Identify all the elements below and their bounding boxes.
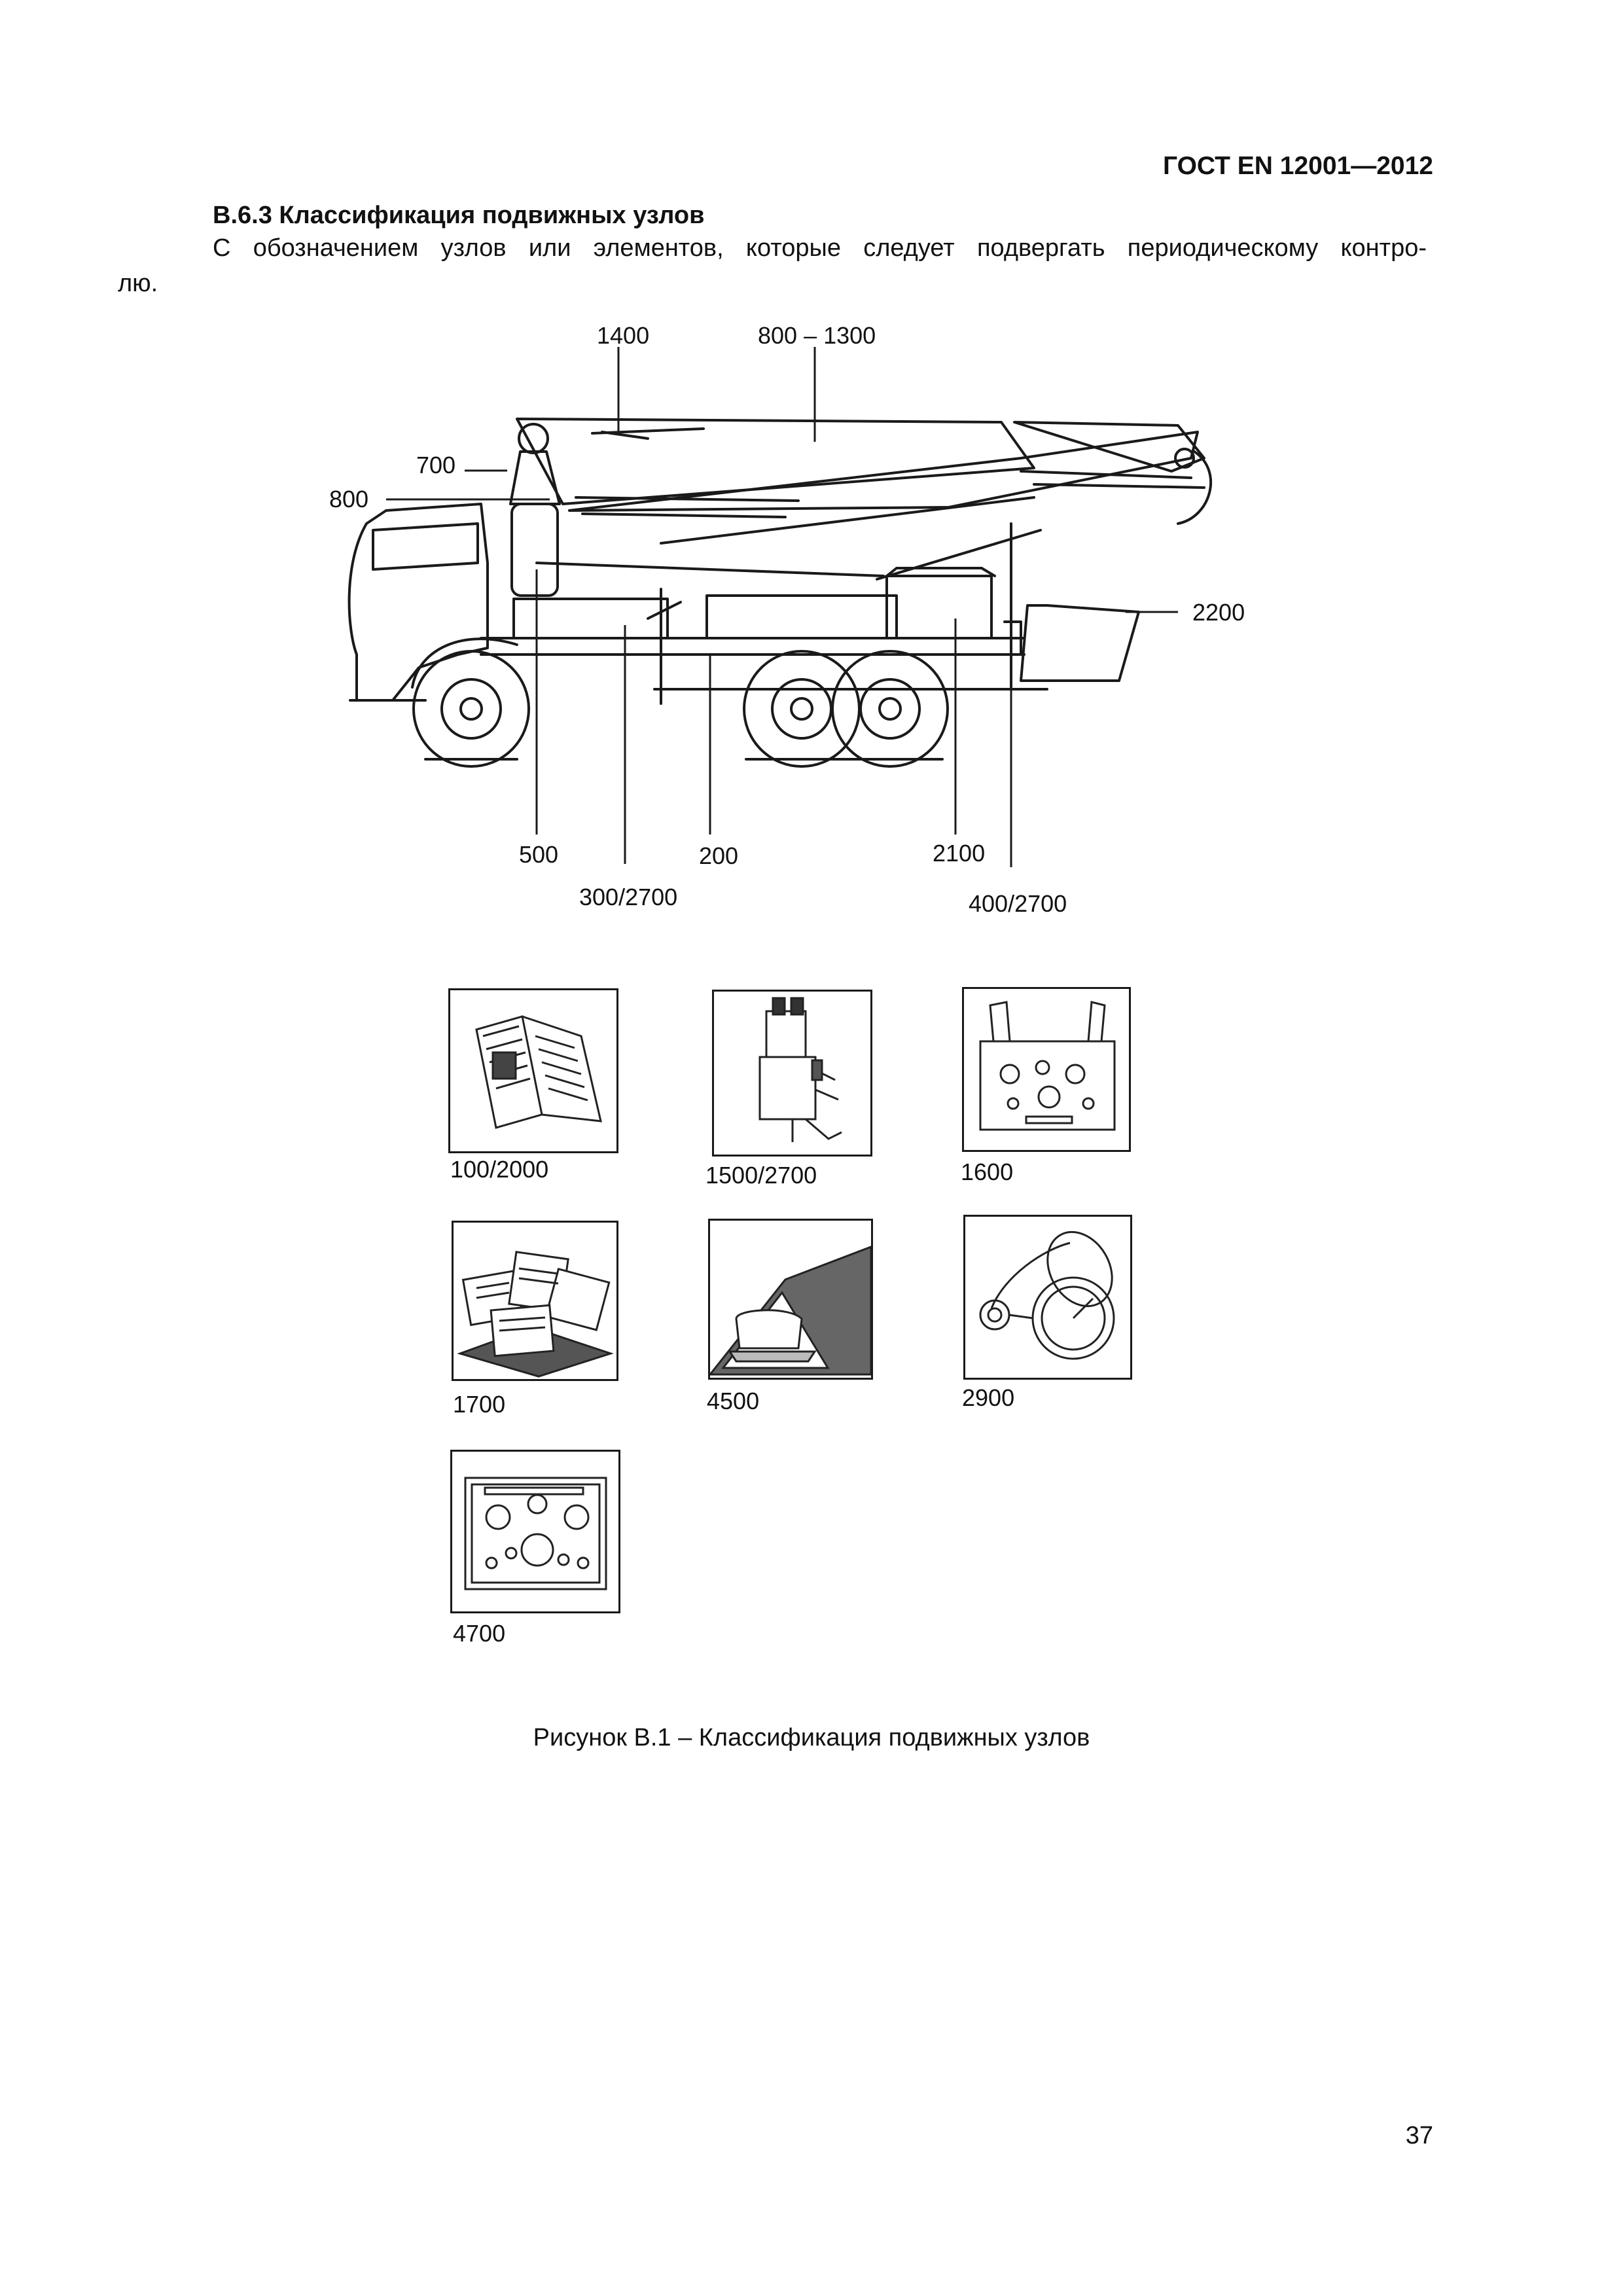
thumbnail-label-1700: 1700: [453, 1391, 506, 1418]
manual-book-thumbnail: [448, 988, 618, 1153]
section-paragraph-line1: С обозначением узлов или элементов, кото…: [213, 234, 1427, 262]
callout-300-2700: 300/2700: [579, 884, 678, 910]
section-heading: В.6.3 Классификация подвижных узлов: [213, 202, 705, 229]
thumbnail-label-1600: 1600: [961, 1158, 1014, 1185]
truck-boom-pump-drawing: [348, 347, 1212, 867]
callout-200: 200: [699, 842, 739, 869]
callout-2100: 2100: [933, 840, 986, 867]
thumbnail-label-4500: 4500: [707, 1388, 760, 1414]
figure-caption: Рисунок В.1 – Классификация подвижных уз…: [533, 1724, 1090, 1751]
outrigger-pad-thumbnail: [708, 1219, 873, 1380]
pressure-gauge-accumulator-thumbnail: [963, 1215, 1132, 1380]
document-standard-header: ГОСТ EN 12001—2012: [1162, 152, 1433, 180]
pressure-gauge-accumulator-icon: [979, 1230, 1115, 1360]
callout-800: 800: [329, 486, 369, 512]
callout-2200: 2200: [1192, 599, 1245, 626]
callout-1400: 1400: [597, 322, 650, 349]
hydraulic-valve-thumbnail: [712, 990, 872, 1157]
thumbnail-label-2900: 2900: [962, 1384, 1015, 1411]
page-number: 37: [1405, 2122, 1433, 2149]
thumbnail-label-4700: 4700: [453, 1620, 506, 1647]
section-paragraph-line2: лю.: [118, 270, 158, 297]
hydraulic-valve-icon: [758, 997, 842, 1142]
callout-800-1300: 800 – 1300: [758, 322, 876, 349]
outrigger-pad-icon: [710, 1246, 871, 1376]
remote-control-thumbnail: [962, 987, 1131, 1152]
callout-400-2700: 400/2700: [969, 890, 1067, 917]
callout-500: 500: [519, 841, 559, 868]
remote-control-icon: [979, 1001, 1116, 1131]
callout-700: 700: [416, 452, 456, 478]
thumbnail-label-1500-2700: 1500/2700: [705, 1162, 817, 1189]
thumbnail-label-100-2000: 100/2000: [450, 1156, 549, 1183]
manual-book-icon: [475, 1015, 602, 1129]
control-panel-thumbnail: [450, 1450, 620, 1613]
control-panel-icon: [464, 1477, 607, 1590]
documents-stack-thumbnail: [452, 1221, 618, 1381]
documents-stack-icon: [457, 1251, 614, 1378]
